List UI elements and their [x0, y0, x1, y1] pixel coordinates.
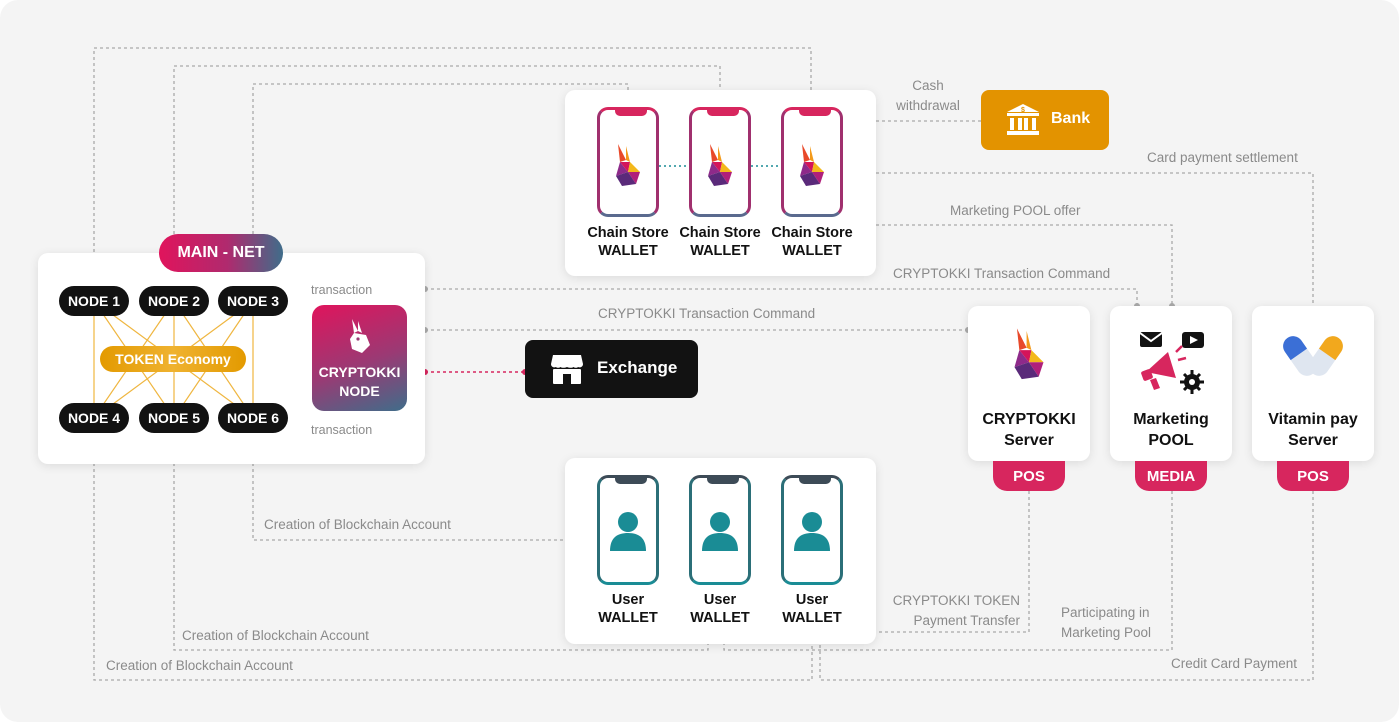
creation-account-label-2: Creation of Blockchain Account [182, 628, 369, 643]
node-2[interactable]: NODE 2 [139, 286, 209, 316]
user-avatar-icon [794, 512, 830, 551]
marketing-pool-line2: POOL [1148, 432, 1194, 449]
transaction-label-bottom: transaction [311, 423, 373, 437]
chain-store-wallet-1[interactable] [597, 107, 659, 217]
chain-store-wallet-2[interactable] [689, 107, 751, 217]
vitamin-pay-line2: Server [1288, 432, 1338, 449]
vitamin-capsule-icon [1283, 336, 1343, 376]
media-tag: MEDIA [1135, 461, 1207, 491]
bank-icon: $ [1007, 104, 1039, 135]
rabbit-logo-icon [616, 144, 640, 186]
line-token-transfer [876, 491, 1030, 633]
creation-account-label-3: Creation of Blockchain Account [106, 658, 293, 673]
transaction-command-label-1: CRYPTOKKI Transaction Command [893, 266, 1111, 281]
card-payment-settlement-label: Card payment settlement [1147, 150, 1298, 165]
node-1[interactable]: NODE 1 [59, 286, 129, 316]
vitamin-pay-line1: Vitamin pay [1268, 411, 1358, 428]
marketing-pool-offer-label: Marketing POOL offer [950, 203, 1081, 218]
exchange-box[interactable]: Exchange [525, 340, 698, 398]
user-wallet-3[interactable] [781, 475, 843, 585]
marketing-pool-server[interactable]: Marketing POOL [1110, 306, 1232, 461]
main-net-title: MAIN - NET [159, 234, 283, 272]
user-wallet-2[interactable] [689, 475, 751, 585]
cryptokki-server[interactable]: CRYPTOKKI Server [968, 306, 1090, 461]
line-credit-card [819, 491, 1314, 681]
line-creation-3 [93, 433, 813, 681]
node-3[interactable]: NODE 3 [218, 286, 288, 316]
megaphone-icon [1139, 332, 1204, 394]
vitamin-pay-server[interactable]: Vitamin pay Server [1252, 306, 1374, 461]
transaction-label-top: transaction [311, 283, 373, 297]
pos-tag-cryptokki: POS [993, 461, 1065, 491]
line-card-settlement [876, 172, 1314, 306]
line-marketing-offer [876, 224, 1173, 306]
token-economy-badge: TOKEN Economy [100, 346, 246, 372]
rabbit-logo-icon [1014, 328, 1044, 380]
chain-store-wallet-3[interactable] [781, 107, 843, 217]
line-node1-chain3 [93, 47, 812, 288]
cryptokki-node-line2: NODE [339, 383, 380, 399]
store-icon [551, 355, 583, 384]
pos-tag-vitamin: POS [1277, 461, 1349, 491]
svg-text:$: $ [1021, 107, 1025, 114]
line-participating [723, 491, 1173, 651]
marketing-pool-line1: Marketing [1133, 411, 1209, 428]
creation-account-label-1: Creation of Blockchain Account [264, 517, 451, 532]
node-5[interactable]: NODE 5 [139, 403, 209, 433]
transaction-command-label-2: CRYPTOKKI Transaction Command [598, 306, 816, 321]
credit-card-payment-label: Credit Card Payment [1171, 656, 1298, 671]
cryptokki-server-line1: CRYPTOKKI [982, 411, 1076, 428]
chain-store-links [659, 165, 781, 167]
rabbit-logo-icon [708, 144, 732, 186]
user-wallet-1[interactable] [597, 475, 659, 585]
line-creation-2 [173, 433, 709, 651]
user-avatar-icon [610, 512, 646, 551]
node-6[interactable]: NODE 6 [218, 403, 288, 433]
bank-box[interactable]: $ Bank [981, 90, 1109, 150]
exchange-label: Exchange [597, 358, 678, 377]
rabbit-white-icon [350, 319, 370, 353]
line-node2-chain2 [173, 65, 721, 288]
line-creation-1 [252, 433, 598, 541]
node-4[interactable]: NODE 4 [59, 403, 129, 433]
bank-label: Bank [1051, 110, 1091, 127]
user-avatar-icon [702, 512, 738, 551]
cryptokki-server-line2: Server [1004, 432, 1054, 449]
cryptokki-node[interactable]: CRYPTOKKI NODE [312, 305, 407, 411]
rabbit-logo-icon [800, 144, 824, 186]
cryptokki-node-line1: CRYPTOKKI [318, 364, 401, 380]
